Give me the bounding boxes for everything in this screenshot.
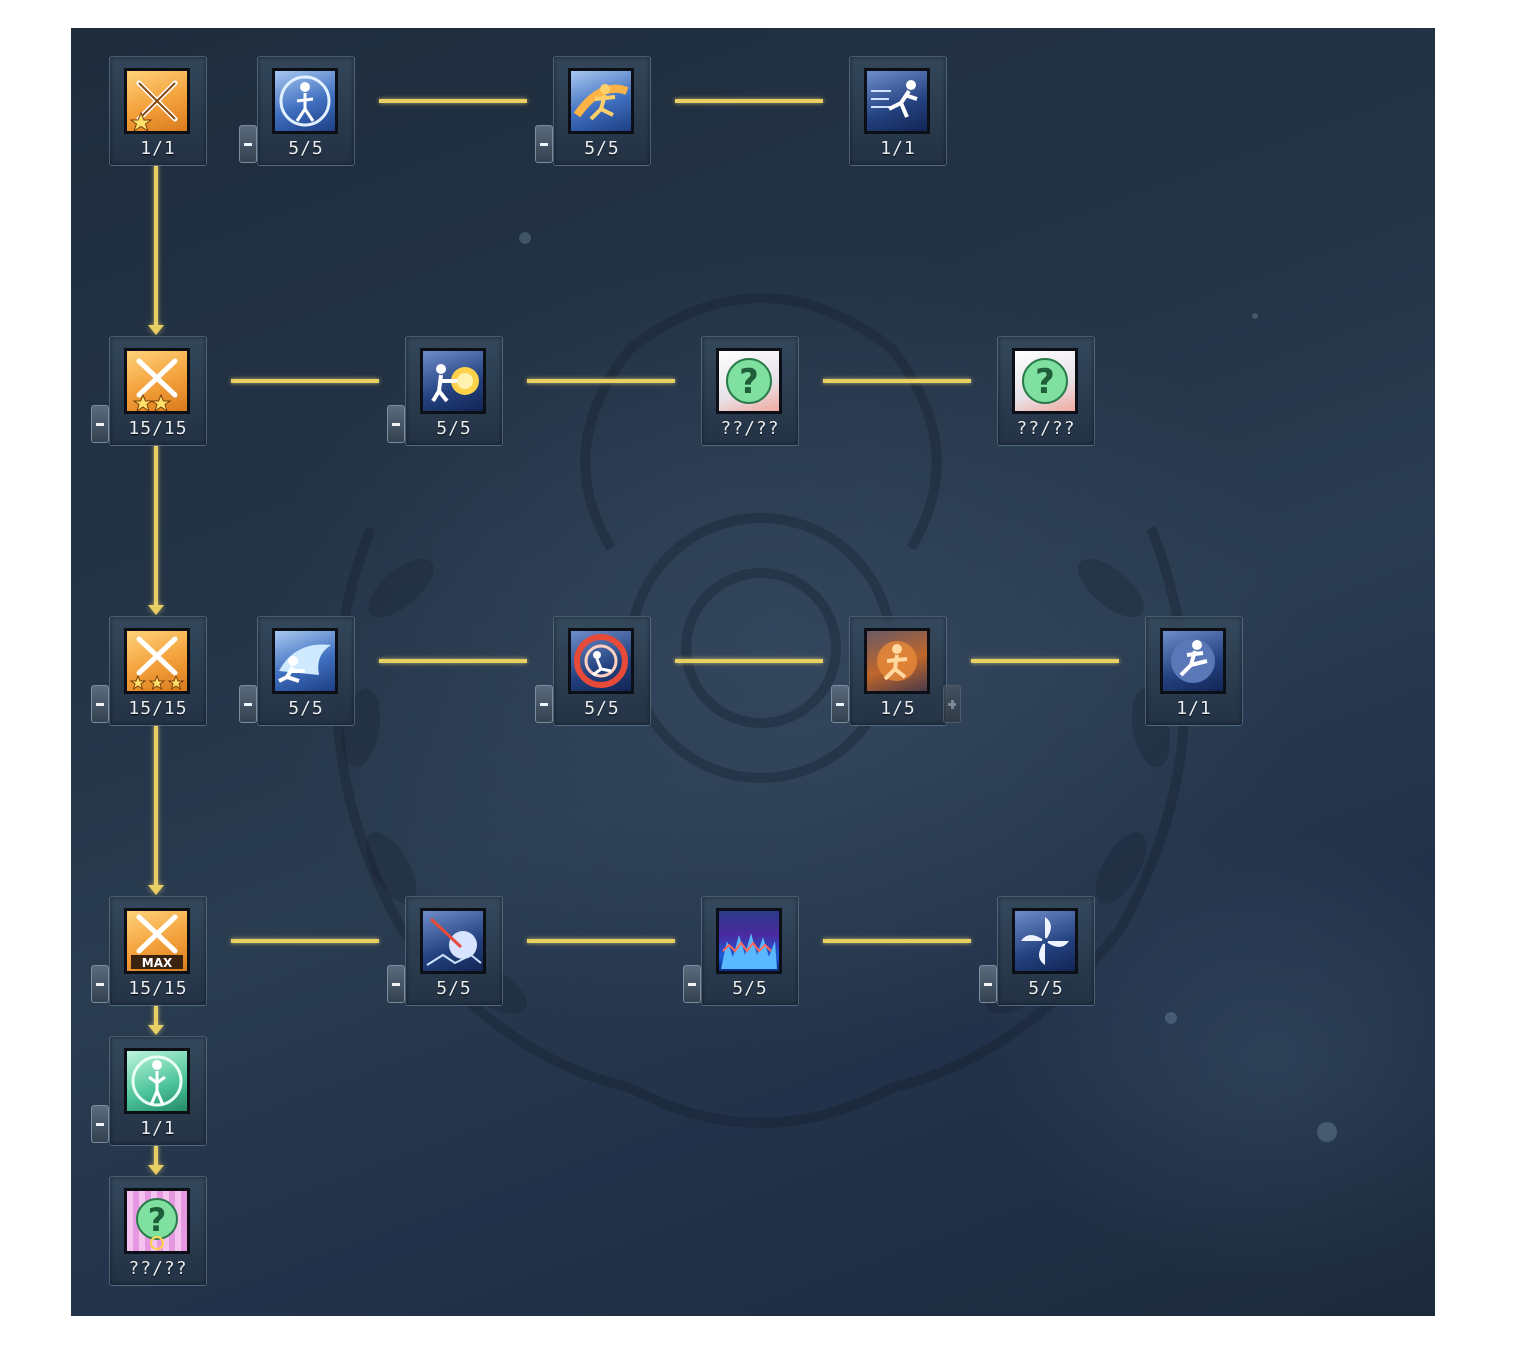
skill-node[interactable]: 15/15 (109, 616, 207, 726)
connector (154, 1144, 158, 1166)
connector (823, 379, 971, 383)
skill-node[interactable]: 15/15 (109, 336, 207, 446)
decrease-skill-button[interactable] (91, 1105, 109, 1143)
skill-level: 5/5 (732, 978, 768, 999)
skill-level: 1/1 (140, 138, 176, 159)
decrease-skill-button[interactable] (91, 405, 109, 443)
skill-level: 5/5 (1028, 978, 1064, 999)
kick-burst-icon (864, 68, 930, 134)
pinwheel-icon (1012, 908, 1078, 974)
skill-node[interactable]: 5/5 (553, 616, 651, 726)
skill-node[interactable]: 5/5 (257, 56, 355, 166)
skill-node[interactable]: 5/5 (701, 896, 799, 1006)
blue-flames-icon (716, 908, 782, 974)
skill-level: 15/15 (128, 978, 188, 999)
skill-level: 1/1 (1176, 698, 1212, 719)
decrease-skill-button[interactable] (91, 965, 109, 1003)
skill-level: 5/5 (288, 138, 324, 159)
skill-level: ??/?? (128, 1258, 188, 1279)
sword-star-1-icon (124, 68, 190, 134)
aura-stance-icon (124, 1048, 190, 1114)
skill-level: 1/5 (880, 698, 916, 719)
connector (675, 99, 823, 103)
connector (527, 939, 675, 943)
connector (231, 379, 379, 383)
connector (971, 659, 1119, 663)
decrease-skill-button[interactable] (683, 965, 701, 1003)
skill-level: 5/5 (584, 698, 620, 719)
arrow-down-icon (148, 605, 164, 615)
decrease-skill-button[interactable] (239, 685, 257, 723)
skill-node[interactable]: ? ??/?? (997, 336, 1095, 446)
decrease-skill-button[interactable] (979, 965, 997, 1003)
skill-node[interactable]: 5/5 (405, 336, 503, 446)
connector (231, 939, 379, 943)
skill-level: ??/?? (720, 418, 780, 439)
spirit-figure-icon (272, 68, 338, 134)
connector (154, 1004, 158, 1026)
arrow-down-icon (148, 1165, 164, 1175)
unknown-glyph: ? (1035, 362, 1055, 402)
unknown-glyph: ? (148, 1201, 167, 1239)
spin-kick-icon (1160, 628, 1226, 694)
arrow-down-icon (148, 885, 164, 895)
skill-node[interactable]: ? ??/?? (701, 336, 799, 446)
decrease-skill-button[interactable] (535, 685, 553, 723)
decrease-skill-button[interactable] (387, 405, 405, 443)
sword-star-3-icon (124, 628, 190, 694)
skill-level: 15/15 (128, 418, 188, 439)
fire-dash-icon (568, 68, 634, 134)
skill-level: 1/1 (880, 138, 916, 159)
skill-node[interactable]: 1/1 (849, 56, 947, 166)
skill-level: 5/5 (584, 138, 620, 159)
decrease-skill-button[interactable] (535, 125, 553, 163)
skill-tree-panel: 1/1 5/5 5/5 1/1 15/15 5/5 ? (71, 28, 1435, 1316)
unknown-skill-icon: ? (1012, 348, 1078, 414)
skill-node[interactable]: 1/1 (109, 56, 207, 166)
decrease-skill-button[interactable] (387, 965, 405, 1003)
skill-node[interactable]: ? ??/?? (109, 1176, 207, 1286)
skill-node[interactable]: 1/5 (849, 616, 947, 726)
wave-slide-icon (272, 628, 338, 694)
red-spiral-icon (568, 628, 634, 694)
connector (154, 164, 158, 326)
flame-strike-icon (864, 628, 930, 694)
ground-slash-icon (420, 908, 486, 974)
skill-node[interactable]: 5/5 (997, 896, 1095, 1006)
increase-skill-button[interactable] (943, 685, 961, 723)
skill-node[interactable]: 5/5 (257, 616, 355, 726)
connector (379, 99, 527, 103)
skill-level: 5/5 (436, 978, 472, 999)
arrow-down-icon (148, 325, 164, 335)
skill-node[interactable]: MAX 15/15 (109, 896, 207, 1006)
decrease-skill-button[interactable] (831, 685, 849, 723)
skill-level: 15/15 (128, 698, 188, 719)
connector (823, 939, 971, 943)
skill-level: 5/5 (288, 698, 324, 719)
connector (527, 379, 675, 383)
arrow-down-icon (148, 1025, 164, 1035)
skill-node[interactable]: 1/1 (109, 1036, 207, 1146)
skill-level: 5/5 (436, 418, 472, 439)
unknown-skill-icon: ? (124, 1188, 190, 1254)
punch-blast-icon (420, 348, 486, 414)
decrease-skill-button[interactable] (239, 125, 257, 163)
connector (154, 724, 158, 886)
unknown-glyph: ? (739, 362, 759, 402)
skill-level: 1/1 (140, 1118, 176, 1139)
decrease-skill-button[interactable] (91, 685, 109, 723)
connector (379, 659, 527, 663)
connector (154, 444, 158, 606)
skill-node[interactable]: 5/5 (405, 896, 503, 1006)
skill-level: ??/?? (1016, 418, 1076, 439)
sword-star-2-icon (124, 348, 190, 414)
skill-node[interactable]: 1/1 (1145, 616, 1243, 726)
max-badge: MAX (142, 956, 173, 970)
sword-max-icon: MAX (124, 908, 190, 974)
unknown-skill-icon: ? (716, 348, 782, 414)
connector (675, 659, 823, 663)
skill-node[interactable]: 5/5 (553, 56, 651, 166)
